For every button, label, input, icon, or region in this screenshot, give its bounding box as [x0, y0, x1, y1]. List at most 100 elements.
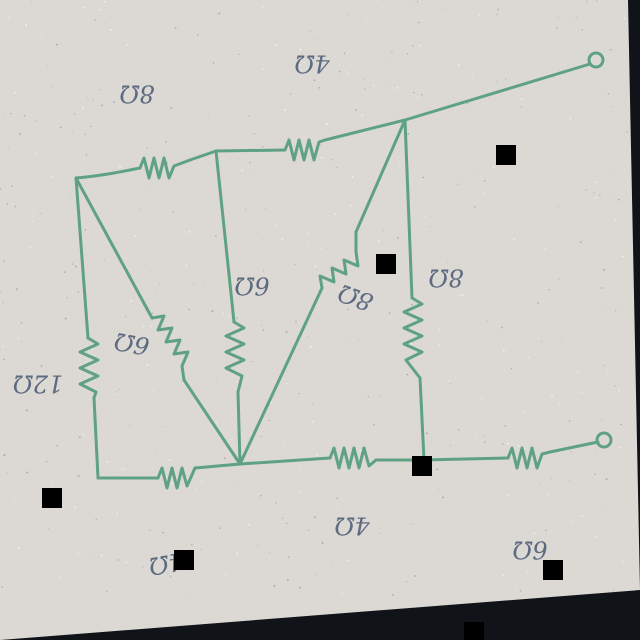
resistor-bottom-right: [506, 446, 552, 470]
paper-speck: [544, 247, 546, 250]
paper-speck: [603, 364, 605, 367]
paper-speck: [548, 288, 550, 291]
paper-speck: [6, 472, 8, 474]
paper-speck: [117, 577, 119, 579]
paper-speck: [294, 263, 296, 266]
paper-speck: [78, 436, 81, 439]
paper-speck: [577, 370, 579, 373]
paper-speck: [491, 151, 492, 153]
paper-speck: [282, 442, 285, 444]
paper-speck: [300, 320, 302, 322]
paper-speck: [481, 397, 483, 399]
paper-speck: [338, 70, 341, 73]
paper-speck: [248, 115, 250, 117]
paper-speck: [340, 14, 342, 16]
paper-speck: [482, 436, 484, 438]
paper-speck: [499, 440, 501, 442]
paper-speck: [568, 480, 570, 481]
paper-speck: [605, 478, 608, 481]
paper-speck: [347, 308, 349, 311]
paper-speck: [579, 241, 582, 243]
paper-speck: [285, 331, 288, 333]
paper-speck: [520, 106, 523, 108]
paper-speck: [457, 64, 460, 66]
paper-speck: [218, 10, 220, 12]
paper-speck: [423, 215, 426, 218]
paper-speck: [341, 593, 344, 595]
paper-speck: [196, 34, 199, 36]
paper-speck: [15, 288, 18, 291]
paper-speck: [105, 21, 107, 23]
paper-speck: [59, 576, 62, 579]
paper-speck: [477, 172, 478, 174]
paper-speck: [540, 341, 543, 343]
paper-speck: [411, 303, 414, 306]
paper-speck: [595, 181, 598, 184]
paper-speck: [521, 360, 523, 361]
paper-speck: [537, 302, 539, 304]
paper-speck: [416, 96, 419, 99]
paper-speck: [193, 282, 195, 284]
paper-speck: [287, 137, 289, 139]
paper-speck: [620, 4, 622, 7]
paper-speck: [35, 153, 37, 155]
marker-square: [42, 488, 62, 508]
paper-speck: [314, 38, 316, 40]
label-bottom-mid: 4Ω: [334, 512, 370, 540]
paper-speck: [307, 232, 309, 234]
paper-speck: [83, 433, 85, 436]
wire-top-left: [74, 166, 142, 180]
paper-speck: [207, 114, 209, 116]
paper-speck: [570, 521, 572, 523]
paper-speck: [311, 420, 314, 423]
paper-speck: [216, 421, 218, 423]
paper-speck: [364, 88, 366, 90]
paper-speck: [40, 364, 43, 367]
paper-speck: [448, 49, 450, 51]
paper-speck: [39, 212, 41, 214]
paper-speck: [314, 265, 317, 268]
paper-speck: [251, 360, 253, 363]
paper-speck: [295, 320, 297, 323]
paper-speck: [4, 115, 5, 117]
paper-speck: [585, 0, 588, 3]
paper-speck: [191, 543, 193, 546]
paper-speck: [622, 560, 624, 563]
paper-speck: [47, 65, 49, 67]
paper-speck: [277, 329, 279, 331]
paper-speck: [518, 445, 520, 447]
paper-speck: [23, 114, 26, 117]
paper-speck: [151, 390, 153, 392]
paper-speck: [417, 1, 419, 3]
paper-speck: [77, 291, 80, 294]
paper-speck: [154, 452, 156, 454]
paper-speck: [611, 106, 613, 108]
paper-speck: [412, 91, 415, 94]
paper-speck: [6, 203, 9, 205]
paper-speck: [17, 546, 20, 549]
paper-speck: [461, 294, 464, 297]
paper-speck: [505, 78, 507, 80]
paper-speck: [442, 496, 444, 499]
paper-speck: [358, 339, 360, 341]
paper-speck: [425, 567, 427, 569]
paper-speck: [118, 388, 120, 390]
paper-speck: [211, 310, 214, 313]
paper-speck: [492, 166, 495, 169]
paper-speck: [501, 326, 504, 329]
paper-speck: [515, 541, 517, 543]
paper-speck: [318, 470, 320, 472]
paper-speck: [126, 44, 129, 46]
paper-speck: [14, 91, 17, 94]
resistor-diag-upper: [318, 230, 360, 290]
paper-speck: [445, 403, 447, 405]
paper-speck: [399, 392, 401, 394]
paper-speck: [314, 516, 316, 519]
paper-speck: [260, 435, 262, 437]
paper-speck: [172, 211, 174, 213]
paper-speck: [551, 394, 553, 397]
wire-mid-lower: [236, 390, 242, 466]
paper-speck: [87, 97, 88, 99]
paper-speck: [319, 247, 322, 249]
paper-speck: [154, 250, 156, 252]
